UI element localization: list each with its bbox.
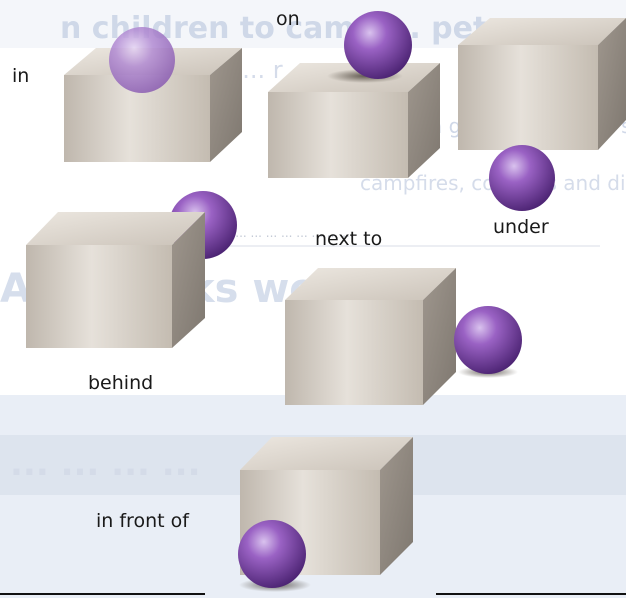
svg-text:... ... ... ...: ... ... ... ... bbox=[10, 444, 201, 484]
box-behind bbox=[26, 212, 205, 348]
ball-under bbox=[489, 145, 555, 211]
box-next-to bbox=[285, 268, 456, 405]
ball-next-to bbox=[454, 306, 522, 374]
label-next-to: next to bbox=[315, 228, 382, 250]
label-on: on bbox=[276, 8, 300, 30]
label-in: in bbox=[12, 65, 29, 87]
ball-in bbox=[109, 27, 175, 93]
label-behind: behind bbox=[88, 372, 153, 394]
ball-in-front-of bbox=[238, 520, 306, 588]
label-in-front-of: in front of bbox=[96, 510, 189, 532]
label-under: under bbox=[493, 216, 549, 238]
box-under bbox=[458, 18, 626, 150]
box-on bbox=[268, 63, 440, 178]
ball-on bbox=[344, 11, 412, 79]
